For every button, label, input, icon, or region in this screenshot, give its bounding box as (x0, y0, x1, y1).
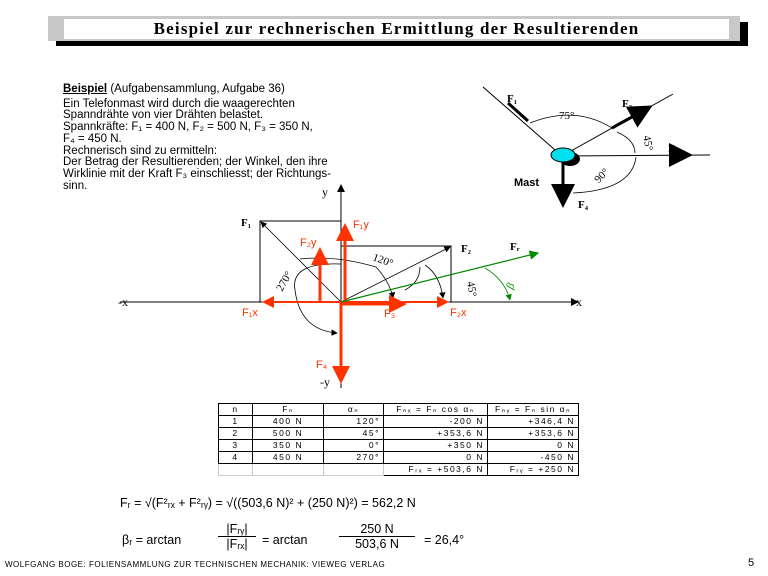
beta-formula-lhs: βᵣ = arctan (122, 533, 182, 547)
table-header: n (218, 403, 253, 416)
intro-heading: Beispiel (63, 83, 108, 95)
footer: WOLFGANG BOGE: FOLIENSAMMLUNG ZUR TECHNI… (5, 560, 386, 569)
f1y-label: F₁y (353, 219, 369, 231)
mast-f4-label: F₄ (578, 199, 589, 211)
f1x-label: F₁x (242, 307, 258, 319)
intro-text: Beispiel (Aufgabensammlung, Aufgabe 36) … (63, 83, 453, 192)
fraction-numerator: |Fᵣᵧ| (218, 522, 256, 537)
fraction-numerator: 250 N (339, 522, 415, 537)
f2y-label: F₂y (300, 237, 317, 249)
cell: 1 (218, 415, 253, 428)
mast-f1-label: F₁ (507, 93, 517, 105)
intro-line: Ein Telefonmast wird durch die waagerech… (63, 97, 295, 110)
axis-neg-x-label: -x (118, 295, 128, 309)
angle-90-label: 90° (592, 166, 611, 185)
angle-75-label: 75° (559, 110, 574, 122)
cell: +350 N (383, 439, 488, 452)
cell: +353,6 N (487, 427, 579, 440)
mast-diagram: F₁ F₂ F₃ F₄ Mast 75° 45° 90° (482, 86, 711, 211)
f3-label: F₃ (384, 308, 395, 320)
fraction-denominator: |Fᵣₓ| (226, 537, 248, 551)
angle-45-label: 45° (464, 280, 478, 297)
f2-label: F₂ (461, 243, 472, 255)
fraction-denominator: 503,6 N (355, 537, 399, 551)
table-header: Fₙₓ = Fₙ cos αₙ (383, 403, 488, 416)
cell: -450 N (487, 451, 579, 464)
angle-120-label: 120° (371, 252, 395, 270)
intro-line: Spanndrähte von vier Drähten belastet. (63, 109, 264, 122)
intro-line: Spannkräfte: F₁ = 400 N, F₂ = 500 N, F₃ … (63, 121, 313, 134)
sum-y-cell: Fᵣᵧ = +250 N (487, 463, 579, 476)
cell: 3 (218, 439, 253, 452)
intro-heading-ref: (Aufgabensammlung, Aufgabe 36) (110, 83, 285, 95)
cell: 0 N (487, 439, 579, 452)
cell: +346,4 N (487, 415, 579, 428)
cell: 120° (323, 415, 384, 428)
intro-line: sinn. (63, 179, 88, 192)
f4-label: F₄ (316, 359, 328, 371)
beta-label: β (504, 280, 517, 291)
axis-x-label: x (576, 295, 582, 309)
f1-label: F₁ (241, 217, 251, 229)
sum-x-cell: Fᵣₓ = +503,6 N (383, 463, 488, 476)
cell: 350 N (252, 439, 324, 452)
beta-fraction-2: 250 N 503,6 N (339, 522, 415, 551)
intro-line: F₄ = 450 N. (63, 132, 122, 145)
table-header: αₙ (323, 403, 384, 416)
cell: +353,6 N (383, 427, 488, 440)
intro-line: Wirklinie mit der Kraft F₃ einschliesst;… (63, 167, 331, 180)
slide-title: Beispiel zur rechnerischen Ermittlung de… (64, 19, 729, 39)
beta-result: = 26,4° (424, 533, 465, 547)
angle-45-label: 45° (640, 134, 654, 151)
table-header-row: n Fₙ αₙ Fₙₓ = Fₙ cos αₙ Fₙᵧ = Fₙ sin αₙ (218, 403, 579, 416)
cell: 450 N (252, 451, 324, 464)
mast-f2-label: F₂ (622, 98, 633, 110)
vector-diagram: y -y x -x F₁ F₂ Fᵣ F₁y F₂y F₁x F₂x F₃ F₄… (118, 184, 582, 389)
cell: 400 N (252, 415, 324, 428)
cell: 270° (323, 451, 384, 464)
force-table: n Fₙ αₙ Fₙₓ = Fₙ cos αₙ Fₙᵧ = Fₙ sin αₙ … (218, 403, 579, 476)
cell: 45° (323, 427, 384, 440)
axis-neg-y-label: -y (320, 375, 330, 389)
cell: 0° (323, 439, 384, 452)
cell: 4 (218, 451, 253, 464)
table-header: Fₙ (252, 403, 324, 416)
intro-line: Rechnerisch sind zu ermitteln: (63, 144, 218, 157)
cell (323, 463, 384, 476)
resultant-magnitude-formula: Fᵣ = √(F²ᵣₓ + F²ᵣᵧ) = √((503,6 N)² + (25… (120, 496, 416, 510)
beta-fraction-1: |Fᵣᵧ| |Fᵣₓ| (218, 522, 256, 551)
cell: 500 N (252, 427, 324, 440)
cell: 0 N (383, 451, 488, 464)
cell (252, 463, 324, 476)
beta-formula-mid: = arctan (262, 533, 308, 547)
cell (218, 463, 253, 476)
mast-f3-label: F₃ (668, 143, 679, 155)
cell: 2 (218, 427, 253, 440)
f2x-label: F₂x (450, 307, 467, 319)
axis-y-label: y (322, 185, 328, 199)
angle-270-label: 270° (274, 269, 295, 293)
page-number: 5 (748, 557, 755, 569)
mast-label: Mast (514, 177, 539, 189)
fr-label: Fᵣ (510, 241, 520, 253)
intro-line: Der Betrag der Resultierenden; der Winke… (63, 156, 328, 169)
table-header: Fₙᵧ = Fₙ sin αₙ (487, 403, 579, 416)
cell: -200 N (383, 415, 488, 428)
